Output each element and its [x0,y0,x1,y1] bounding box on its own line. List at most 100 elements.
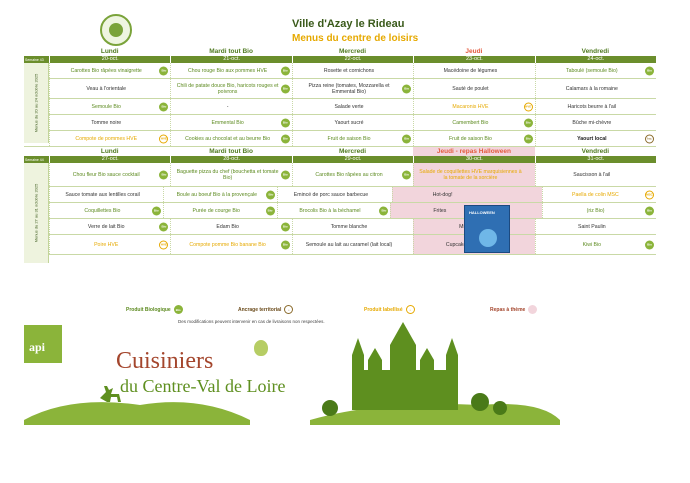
menu-item: Salade de coquillettes HVE marquisiennes… [413,163,535,186]
day-header: Lundi [100,148,119,155]
day-header: Jeudi - repas Halloween [413,147,535,156]
day-header-row: Lundi Mardi tout Bio Mercredi Jeudi Vend… [24,47,656,56]
left-hill [24,402,250,425]
menu-item: Taboulé (semoule Bio)Bio [534,63,656,78]
menu-item: Sauce tomate aux lentilles corail [49,187,163,202]
menu-item: Semoule au lait au caramel (lait local) [291,235,413,254]
week-side-label: Menus du 20 au 24 octobre 2025 [24,63,49,143]
menu-item: Hot-dog! [391,187,542,202]
bio-badge-icon: Bio [280,84,290,93]
halloween-illustration: HALLOWEEN [464,205,510,253]
territorial-badge-icon: • [284,305,294,314]
week-label: Semaine 43 [24,56,49,63]
menu-item: Chili de patate douce Bio, haricots roug… [170,79,291,98]
date-cell: 27-oct. [49,156,171,163]
menu-item: Calamars à la romaine [534,79,656,98]
day-header: Lundi [100,48,119,55]
theme-badge-icon [528,305,538,314]
bio-badge-icon: Bio [265,206,275,215]
day-header: Vendredi [581,48,610,55]
menu-item: Baguette pizza du chef (bouchetta et tom… [170,163,291,186]
msc-badge-icon: MSC [645,190,655,199]
disclaimer-note: Des modifications peuvent intervenir en … [178,319,325,324]
hve-badge-icon: HVE [159,134,169,143]
bio-badge-icon: Bio [402,84,412,93]
bio-badge-icon: Bio [159,66,169,75]
menu-item: Rosette et cornichons [291,63,413,78]
brand-title: Cuisiniers [116,348,214,374]
date-cell: 20-oct. [49,56,171,63]
legend-territorial: Ancrage territorial• [238,305,294,314]
bio-badge-icon: Bio [159,222,169,231]
deer-icon [100,386,121,402]
bio-badge-icon: Bio [645,240,655,249]
bio-badge-icon: Bio [280,170,290,179]
trees-icon [322,393,507,416]
date-cell: 31-oct. [534,156,657,163]
bio-badge-icon: Bio [645,66,655,75]
menu-row-main: Sauce tomate aux lentilles corail Boule … [24,187,656,203]
date-cell: 22-oct. [291,56,414,63]
date-cell: 24-oct. [534,56,657,63]
day-header: Mardi tout Bio [209,148,253,155]
bio-badge-icon: Bio [151,206,161,215]
bio-badge-icon: Bio [266,190,276,199]
page-title: Ville d'Azay le Rideau [292,18,405,30]
date-cell: 28-oct. [170,156,292,163]
menu-item: Sauté de poulet [413,79,534,98]
bio-badge-icon: Bio [280,134,290,143]
week-side-label: Menus du 27 au 31 octobre 2025 [24,163,49,263]
label-badge-icon: • [405,305,415,314]
bio-badge-icon: Bio [402,170,412,179]
local-badge-icon: loc [645,134,655,143]
menu-table: Lundi Mardi tout Bio Mercredi Jeudi Vend… [24,47,657,263]
bio-badge-icon: Bio [523,134,533,143]
day-header-row: Lundi Mardi tout Bio Mercredi Jeudi - re… [24,147,656,156]
date-cell: 30-oct. [413,156,535,163]
day-header: Mardi tout Bio [209,48,253,55]
menu-item: Emincé de porc sauce barbecue [277,187,391,202]
menu-item: Veau à l'orientale [49,79,170,98]
day-header: Jeudi [465,48,483,55]
castle-icon [352,322,458,410]
menu-item: Tomme noire [49,115,170,130]
menu-item: Yaourt sucré [291,115,413,130]
date-row: Semaine 44 27-oct. 28-oct. 29-oct. 30-oc… [24,156,657,163]
legend-theme: Repas à thème [490,305,538,314]
menu-row-main: Veau à l'orientale Chili de patate douce… [24,79,656,99]
day-header: Mercredi [338,48,367,55]
week-2: Lundi Mardi tout Bio Mercredi Jeudi - re… [24,147,657,263]
date-row: Semaine 43 20-oct. 21-oct. 22-oct. 23-oc… [24,56,657,63]
bio-badge-icon: Bio [402,134,412,143]
menu-item: Macédoine de légumes [413,63,534,78]
date-cell: 23-oct. [413,56,535,63]
bio-badge-icon: Bio [159,102,169,111]
page-subtitle: Menus du centre de loisirs [292,33,419,44]
date-cell: 21-oct. [170,56,292,63]
menu-item: Salade verte [291,99,413,114]
bio-badge-icon: Bio [280,222,290,231]
bio-badge-icon: Bio [280,118,290,127]
